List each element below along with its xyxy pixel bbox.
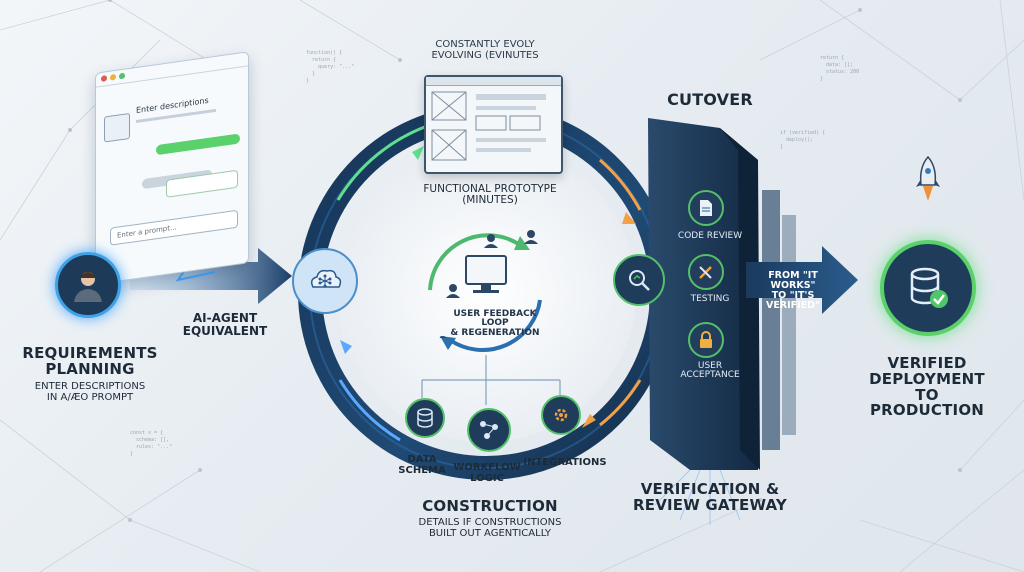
user-avatar xyxy=(55,252,121,318)
ai-agent-line2: EQUIVALENT xyxy=(182,323,268,338)
lock-icon xyxy=(688,322,724,358)
prototype-titlebar xyxy=(426,77,561,86)
code-snippet: if (verified) { deploy(); } xyxy=(780,130,826,150)
deployment-line2: DEPLOYMENT xyxy=(869,369,985,388)
close-dot-icon[interactable] xyxy=(101,75,107,82)
cutover-item3-line1: USER xyxy=(697,361,723,371)
chat-bubble-green xyxy=(156,133,240,156)
maximize-dot-icon[interactable] xyxy=(119,72,125,80)
feedback-line2: & REGENERATION xyxy=(450,327,540,338)
feedback-line1: USER FEEDBACK LOOP xyxy=(453,309,537,329)
arrow-text-line2: TO "IT'S VERIFIED" xyxy=(765,289,821,311)
code-snippet: return { data: []; status: 200 } xyxy=(820,55,860,82)
construction-desc-line1: DETAILS IF CONSTRUCTIONS xyxy=(418,517,562,528)
prompt-placeholder: Enter a prompt... xyxy=(117,223,177,240)
cutover-panel xyxy=(648,118,758,470)
prototype-window xyxy=(424,75,563,174)
construction-desc-line2: BUILT OUT AGENTICALLY xyxy=(428,527,552,539)
users-icon xyxy=(439,230,538,338)
prototype-line1: FUNCTIONAL PROTOTYPE xyxy=(423,183,557,195)
feedback-loop-graphic xyxy=(439,230,538,338)
code-snippet: const x = { schema: [], rules: "..." } xyxy=(130,430,173,457)
cutover-title: CUTOVER xyxy=(667,90,753,109)
construction-title: CONSTRUCTION xyxy=(422,497,558,515)
deployment-database-icon xyxy=(880,240,976,336)
ai-agent-line1: AI-AGENT xyxy=(192,311,258,325)
gateway-line2: REVIEW GATEWAY xyxy=(633,495,787,514)
evolving-line1: CONSTANTLY EVOLY xyxy=(435,39,535,50)
requirements-desc-line1: ENTER DESCRIPTIONS xyxy=(34,381,146,392)
checkmark-icon xyxy=(930,290,948,308)
document-icon xyxy=(688,190,724,226)
minimize-dot-icon[interactable] xyxy=(110,73,116,81)
workflow-icon xyxy=(467,408,511,452)
person-icon xyxy=(74,272,102,302)
review-magnifier-icon xyxy=(613,254,665,306)
cutover-item2: TESTING xyxy=(690,294,730,304)
rocket-icon xyxy=(916,155,940,201)
monitor-icon xyxy=(465,255,507,285)
gear-icon xyxy=(541,395,581,435)
requirements-title-line2: PLANNING xyxy=(45,359,135,378)
wireframe-icon xyxy=(431,91,546,161)
database-icon xyxy=(405,398,445,438)
user-avatar-icon xyxy=(104,112,130,143)
gateway-line1: VERIFICATION & xyxy=(640,480,780,498)
neural-network-icon xyxy=(310,269,342,288)
construction-item2-line1: WORKFLOW xyxy=(453,462,521,473)
code-snippet: function() { return { query: "..." } } xyxy=(306,50,355,84)
construction-item2-line2: LOGIC xyxy=(470,472,504,484)
verification-arrow xyxy=(746,246,858,314)
ai-cloud-icon xyxy=(292,248,358,314)
requirements-title-line1: REQUIREMENTS xyxy=(22,344,158,362)
deployment-line3: TO PRODUCTION xyxy=(869,385,985,420)
prototype-line2: (MINUTES) xyxy=(462,194,518,207)
cutover-item1: CODE REVIEW xyxy=(677,231,743,241)
construction-item3-line1: INTEGRATIONS xyxy=(523,457,607,468)
construction-item1-line1: DATA xyxy=(407,454,437,465)
evolving-line2: EVOLVING (EVINUTES xyxy=(431,49,539,61)
arrow-text-line1: FROM "IT WORKS" xyxy=(768,270,818,291)
tools-icon xyxy=(688,254,724,290)
prompt-input[interactable]: Enter a prompt... xyxy=(110,209,238,246)
requirements-desc-line2: IN A/ÆO PROMPT xyxy=(46,391,134,403)
cutover-item3-line2: ACCEPTANCE xyxy=(680,370,740,381)
deployment-line1: VERIFIED xyxy=(887,354,967,372)
construction-item1-line2: SCHEMA xyxy=(398,464,446,476)
prompt-window: Enter descriptions Enter a prompt... xyxy=(95,51,249,285)
